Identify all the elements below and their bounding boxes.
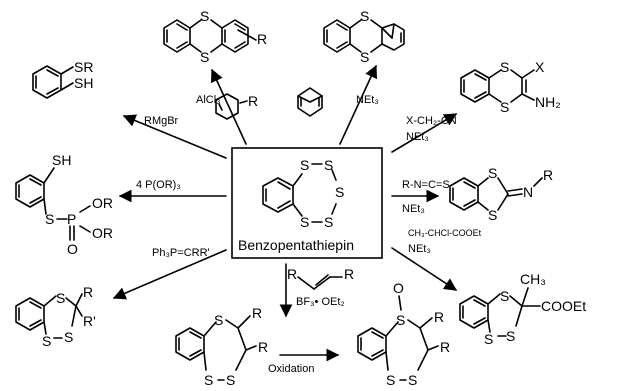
reagent-chloroester: CH₃-CHCl-COOEt xyxy=(408,228,482,238)
atom-s: S xyxy=(45,211,54,227)
atom-o: O xyxy=(393,280,404,296)
oxidized-dithiepane-product: O S S S R R xyxy=(357,280,450,388)
substituent-r-2: R xyxy=(258,339,268,355)
center-box xyxy=(231,147,383,259)
substituent-r: R xyxy=(83,284,93,300)
reagent-phosphite: 4 P(OR)₃ xyxy=(136,179,181,191)
alkene-reagent: R R xyxy=(287,266,354,290)
center-label: Benzopentathiepin xyxy=(238,237,354,253)
reagent-net3-top: NEt₃ xyxy=(356,94,379,106)
aminodithiin-product: S S X NH₂ xyxy=(460,59,561,115)
atom-s-top: S xyxy=(500,59,509,75)
substituent-r: R xyxy=(543,167,553,183)
norbornene-adduct-product: S S xyxy=(323,8,405,65)
substituent-nh2: NH₂ xyxy=(535,94,561,110)
reagent-xch2cn: X-CH₂-CN xyxy=(406,115,457,127)
phosphorothioate-product: SH S P OR OR O xyxy=(15,152,113,257)
atom-s-right: S xyxy=(506,328,515,344)
atom-s2: S xyxy=(324,157,333,173)
arrow-to-aminodithiin xyxy=(391,113,458,153)
alkene-r-2: R xyxy=(344,266,354,282)
arene-reagent: R xyxy=(215,93,258,120)
substituent-sr: SR xyxy=(74,59,93,75)
atom-s1: S xyxy=(300,157,309,173)
arrow-to-dithiane xyxy=(112,249,227,300)
arrow-to-thiophenol xyxy=(122,114,227,159)
atom-s-top: S xyxy=(214,312,223,328)
reagent-rmgbr: RMgBr xyxy=(144,115,179,127)
arrow-to-ester-dithiane xyxy=(391,247,458,291)
atom-s-left: S xyxy=(386,372,395,388)
reagent-net3-middle-right: NEt₃ xyxy=(402,203,425,215)
substituent-r-1: R xyxy=(434,309,444,325)
substituent-sh: SH xyxy=(74,75,93,91)
substituent-x: X xyxy=(535,59,545,75)
dithiepane-product: S S S R R xyxy=(175,305,268,388)
substituent-cooet: COOEt xyxy=(541,298,586,314)
substituent-sh: SH xyxy=(52,152,71,168)
substituent-r-2: R xyxy=(440,339,450,355)
atom-s5: S xyxy=(300,214,309,230)
thiophenol-product: SR SH xyxy=(32,59,93,99)
dithiane-product: S S S R R' xyxy=(15,284,96,349)
atom-s-left: S xyxy=(484,331,493,347)
substituent-r-prime: R' xyxy=(83,313,96,329)
reagent-net3-lower-right: NEt₃ xyxy=(408,243,431,255)
atom-s-right: S xyxy=(226,372,235,388)
ester-dithiane-product: S S S CH₃ COOEt xyxy=(459,271,586,347)
arrow-to-norbornene-adduct xyxy=(339,64,377,145)
atom-s-left: S xyxy=(204,372,213,388)
reagent-oxidation: Oxidation xyxy=(268,363,314,375)
atom-s-top: S xyxy=(360,8,369,24)
atom-o: O xyxy=(67,241,78,257)
atom-s3: S xyxy=(335,184,344,200)
substituent-r: R xyxy=(257,31,267,47)
thianthrene-product: S S R xyxy=(163,8,267,65)
atom-s4: S xyxy=(324,214,333,230)
arene-r: R xyxy=(248,93,258,109)
benzodithiole-imine-product: S S N R xyxy=(449,165,553,223)
atom-s-top: S xyxy=(500,288,509,304)
atom-s-right: S xyxy=(408,372,417,388)
reagent-alcl3: AlCl₃ xyxy=(196,94,221,106)
atom-s-bottom: S xyxy=(500,99,509,115)
atom-s-top: S xyxy=(488,165,497,181)
atom-s-bottom: S xyxy=(360,49,369,65)
arrow-to-thianthrene xyxy=(210,68,247,145)
atom-s-top: S xyxy=(56,290,65,306)
reagent-bf3: BF₃• OEt₂ xyxy=(296,296,345,308)
atom-s-top: S xyxy=(200,8,209,24)
substituent-ch3: CH₃ xyxy=(520,271,546,287)
reagent-ylide: Ph₃P=CRR' xyxy=(152,247,210,259)
atom-s-bottom: S xyxy=(200,49,209,65)
substituent-or-1: OR xyxy=(92,195,113,211)
norbornadiene-reagent xyxy=(297,87,323,117)
substituent-or-2: OR xyxy=(92,225,113,241)
atom-s-bottom: S xyxy=(488,207,497,223)
benzopentathiepin-molecule: S S S S S Benzopentathiepin xyxy=(231,147,383,259)
atom-n: N xyxy=(523,184,533,200)
atom-s-top: S xyxy=(396,312,405,328)
substituent-r-1: R xyxy=(252,305,262,321)
reagent-isothiocyanate: R-N=C=S xyxy=(402,179,450,191)
atom-s-left: S xyxy=(42,333,51,349)
atom-p: P xyxy=(67,211,76,227)
reagent-net3-upper-right: NEt₃ xyxy=(406,131,429,143)
atom-s-right: S xyxy=(64,329,73,345)
alkene-r-1: R xyxy=(287,266,297,282)
